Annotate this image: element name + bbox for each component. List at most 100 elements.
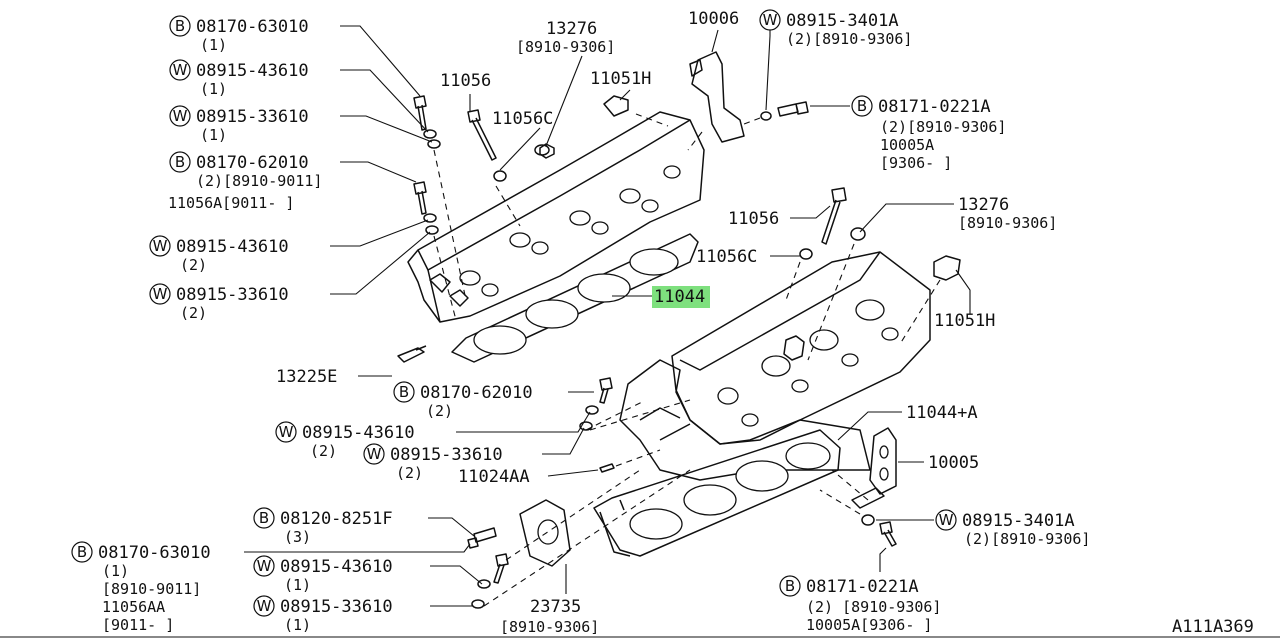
part-note: (2) [426, 402, 453, 420]
part-note: (2) [396, 464, 423, 482]
prefix-circle [169, 151, 191, 173]
part-number: 11056 [440, 71, 491, 91]
part-number: 08170-63010 [196, 17, 309, 37]
part-number: 08915-43610 [196, 61, 309, 81]
prefix-circle [169, 105, 191, 127]
prefix-circle [169, 15, 191, 37]
prefix-letter: W [763, 11, 778, 29]
part-note: (2)[8910-9306] [964, 530, 1090, 548]
part-number: 08170-62010 [420, 383, 533, 403]
part-note: (2)[8910-9306] [880, 118, 1006, 136]
leader-08915-43610 [340, 69, 429, 133]
part-number: 08171-0221A [806, 577, 919, 597]
leader-08915-43610 [330, 219, 429, 247]
prefix-circle [779, 575, 801, 597]
leader-11056 [790, 205, 831, 219]
part-number: 11024AA [458, 467, 530, 487]
prefix-circle [275, 421, 297, 443]
part-number: 10006 [688, 9, 739, 29]
part-note: [8910-9306] [500, 618, 599, 636]
part-note: [8910-9306] [958, 214, 1057, 232]
prefix-letter: W [153, 285, 168, 303]
part-number: 08915-43610 [302, 423, 415, 443]
part-number: 08915-33610 [390, 445, 503, 465]
leader-10006 [711, 29, 719, 53]
part-note: [8910-9011] [102, 580, 201, 598]
prefix-circle [851, 95, 873, 117]
part-number: 08171-0221A [878, 97, 991, 117]
part-number: 11051H [934, 311, 995, 331]
prefix-circle [169, 59, 191, 81]
callout-08915-3401a: W 08915-3401A(2)[8910-9306] [759, 9, 912, 48]
bracket-10005 [851, 427, 897, 509]
part-number: 08915-43610 [176, 237, 289, 257]
leader-13276 [545, 55, 583, 147]
part-note: 11056AA [102, 598, 165, 616]
leader-08170-63010 [340, 25, 421, 97]
part-number: 11044 [654, 287, 705, 307]
prefix-letter: B [259, 509, 269, 527]
leader-11024aa [547, 469, 599, 477]
leader-11044+a [837, 411, 902, 441]
leader-08915-33610 [340, 115, 433, 143]
leader-13276 [859, 203, 954, 233]
part-note: (2) [180, 256, 207, 274]
callout-13276: 13276[8910-9306] [516, 19, 615, 56]
callout-08171-0221a: B 08171-0221A(2) [8910-9306]10005A[9306- … [779, 575, 941, 634]
prefix-circle [253, 595, 275, 617]
part-number: 23735 [530, 597, 581, 617]
callout-11056: 11056 [440, 71, 491, 91]
leader-lines [244, 25, 971, 607]
part-note: (3) [284, 528, 311, 546]
callout-11051h: 11051H [590, 69, 651, 89]
callout-11044+a: 11044+A [906, 403, 978, 423]
assembly-dash-lines [433, 113, 941, 607]
part-note: 10005A[9306- ] [806, 616, 932, 634]
leader-11056c [499, 127, 541, 171]
leader-08170-62010 [340, 161, 417, 183]
part-note: (1) [102, 562, 129, 580]
callout-11044: 11044 [652, 286, 710, 308]
part-note: 10005A [880, 136, 934, 154]
prefix-letter: W [279, 423, 294, 441]
leader-08171-0221a [879, 547, 887, 572]
leader-08170-63010 [244, 543, 471, 553]
leader-08915-33610 [542, 427, 585, 455]
figure-code: A111A369 [1172, 617, 1254, 637]
cover-plate-23735 [519, 499, 571, 567]
part-number: 10005 [928, 453, 979, 473]
part-number: 08915-33610 [196, 107, 309, 127]
highlight-box [652, 286, 710, 308]
callout-08170-63010: B 08170-63010(1)[8910-9011]11056AA[9011- … [71, 541, 211, 634]
part-number: 08915-3401A [786, 11, 899, 31]
part-number: 13225E [276, 367, 337, 387]
prefix-letter: B [77, 543, 87, 561]
prefix-letter: W [257, 557, 272, 575]
prefix-letter: B [785, 577, 795, 595]
part-note: (1) [200, 80, 227, 98]
part-number: 08170-62010 [196, 153, 309, 173]
callout-10006: 10006 [688, 9, 739, 29]
leader-11051h [619, 89, 631, 101]
part-number: 08170-63010 [98, 543, 211, 563]
engine-block [619, 359, 871, 481]
part-note: [9011- ] [102, 616, 174, 634]
prefix-circle [149, 235, 171, 257]
callout-11024aa: 11024AA [458, 467, 530, 487]
part-note: (2) [8910-9306] [806, 598, 941, 616]
part-note: (2)[8910-9306] [786, 30, 912, 48]
part-number: 08915-33610 [280, 597, 393, 617]
leader-08915-43610 [456, 411, 591, 433]
callout-13225e: 13225E [276, 367, 337, 387]
part-number: 11056C [696, 247, 757, 267]
